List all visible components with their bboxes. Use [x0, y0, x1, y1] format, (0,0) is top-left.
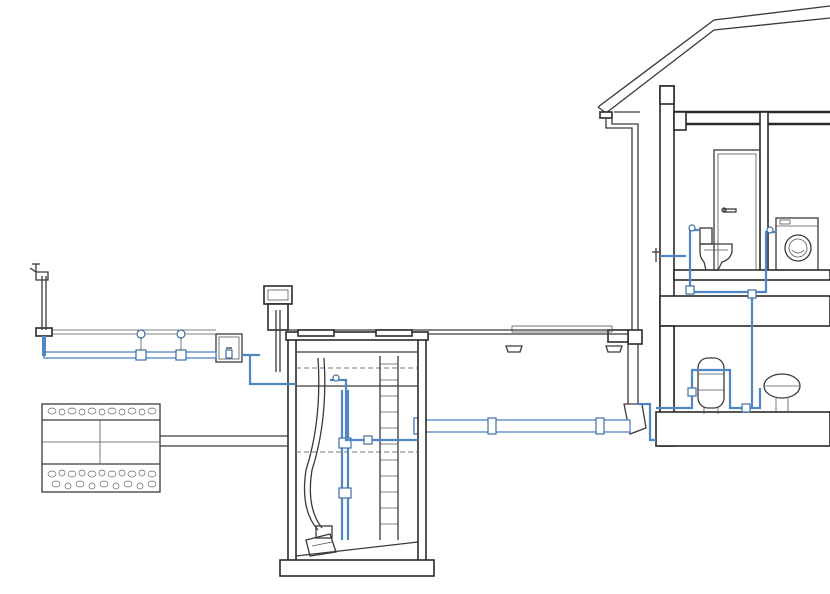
collector-comb: [511, 325, 613, 333]
pressure-tank: [763, 373, 801, 412]
pump-icon: [305, 525, 337, 557]
house: [597, 5, 830, 447]
tap-icon: [29, 263, 40, 273]
pressure-vessel: [697, 357, 725, 414]
garden-tap: [29, 263, 49, 330]
ladder: [379, 356, 399, 540]
tap-icon: [652, 248, 686, 262]
rainwater-tank: [279, 329, 435, 577]
toilet-icon: [699, 227, 733, 271]
infiltration-tunnel: [41, 403, 288, 493]
tank-inflow: [330, 374, 418, 445]
door: [713, 149, 761, 271]
inlet-pipe: [35, 327, 260, 361]
house-supply-pipe: [638, 224, 776, 442]
filter-shaft: [248, 285, 296, 386]
washing-machine-icon: [775, 217, 819, 271]
valve-icon: [225, 347, 233, 359]
downpipe: [605, 111, 647, 435]
control-box: [215, 333, 243, 363]
